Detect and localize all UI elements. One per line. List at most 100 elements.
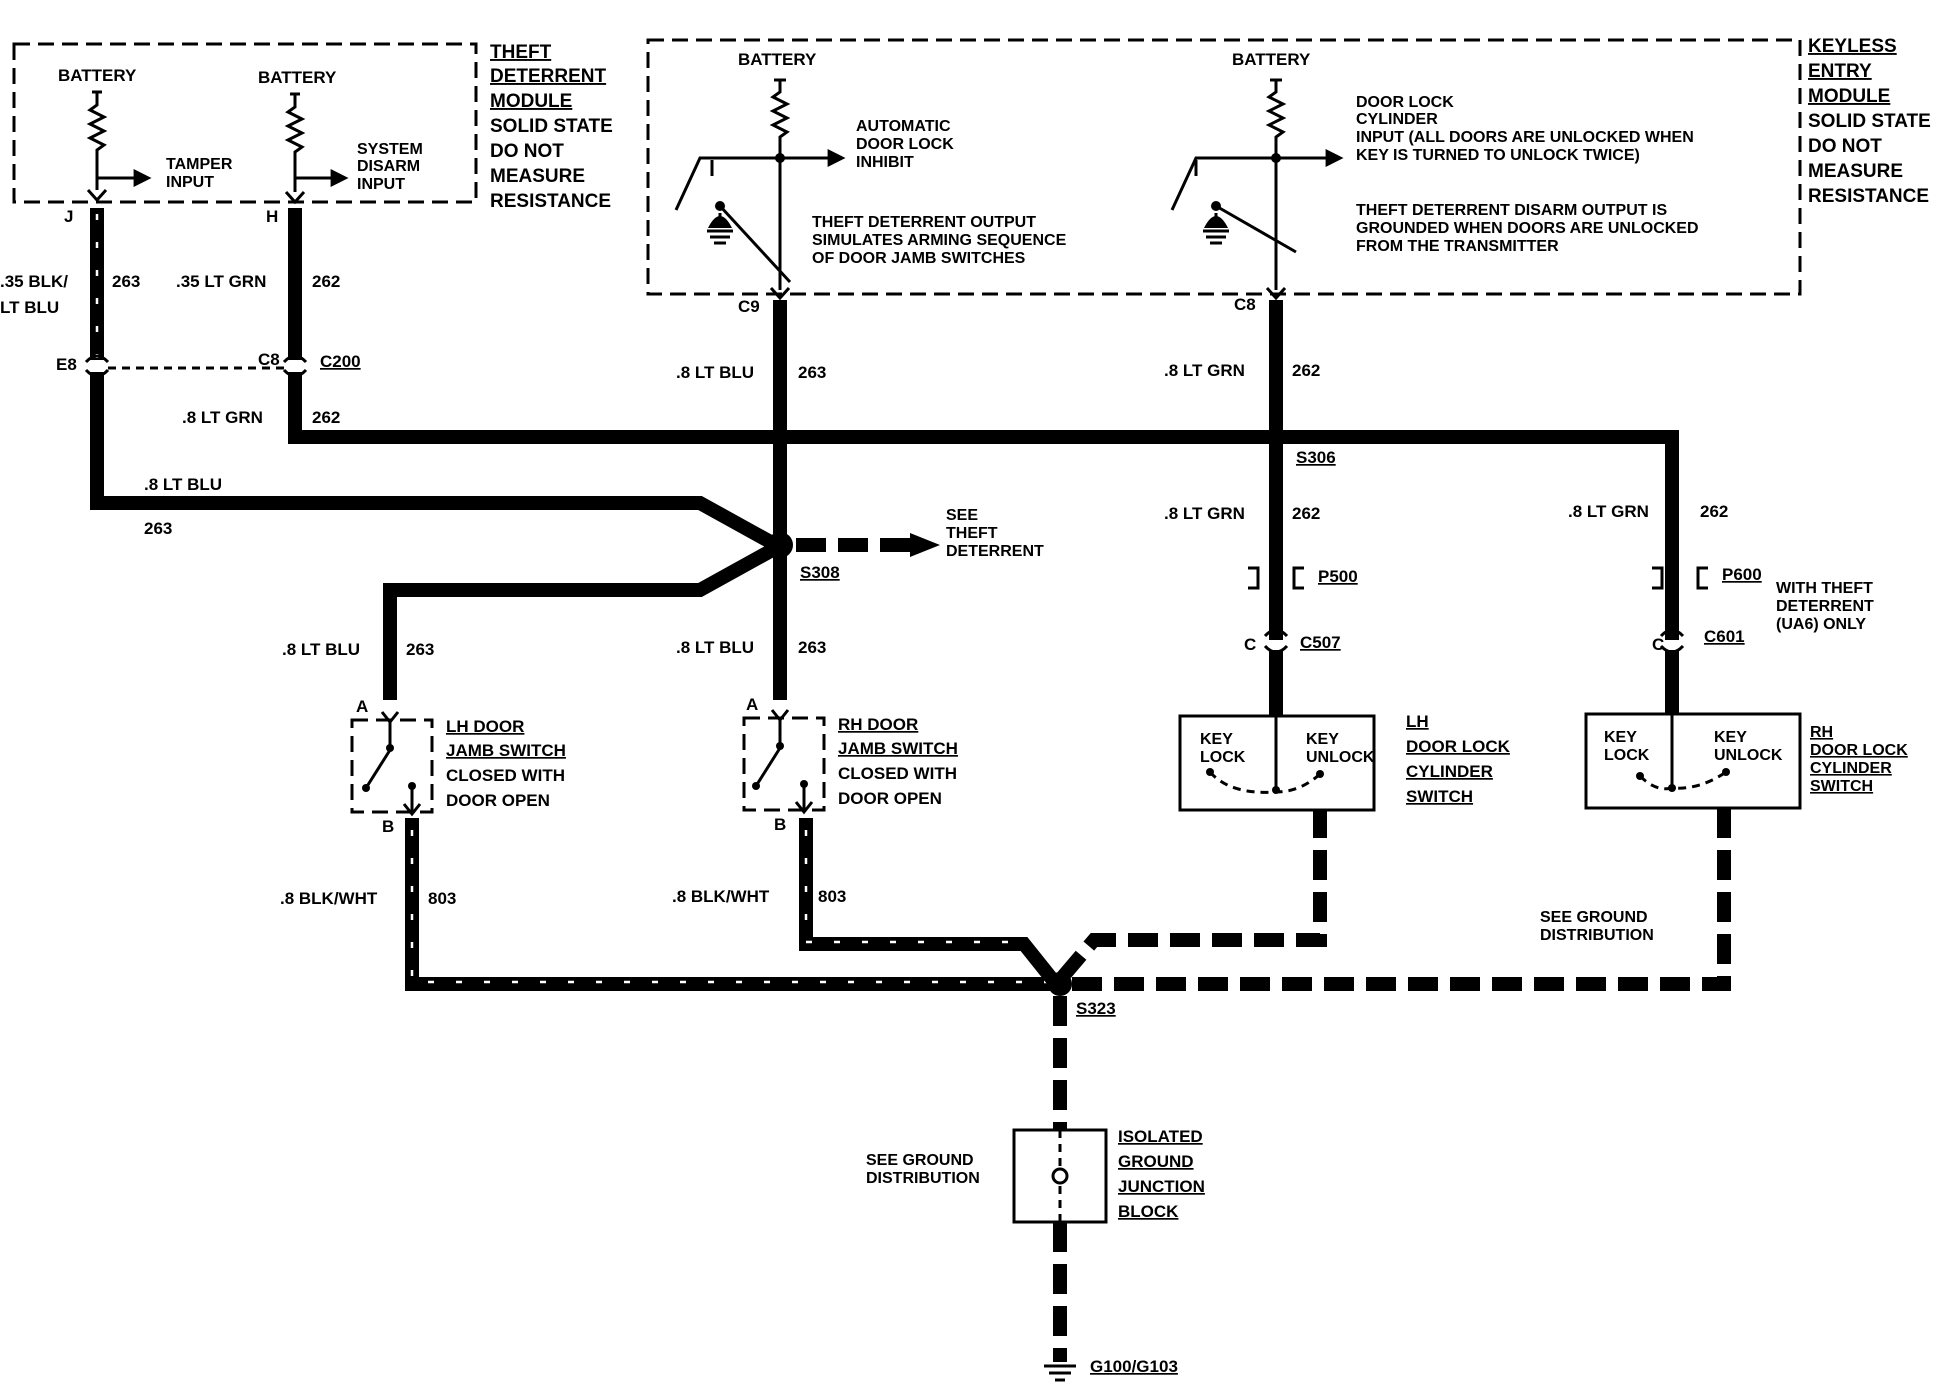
connector-c8-label: C8 — [1234, 295, 1256, 314]
key-unlock-label: KEY — [1714, 729, 1747, 746]
wire-label: .8 LT BLU — [676, 638, 754, 657]
wire-label: .8 LT BLU — [676, 363, 754, 382]
see-ground-label: SEE GROUND — [866, 1152, 974, 1169]
door-lock-input-label: DOOR LOCK — [1356, 94, 1454, 111]
tamper-input-label: INPUT — [166, 174, 214, 191]
isolated-ground-junction-block: ISOLATED GROUND JUNCTION BLOCK — [1012, 1127, 1205, 1224]
disarm-output-label: THEFT DETERRENT DISARM OUTPUT IS — [1356, 202, 1667, 219]
wire-label: .8 LT BLU — [282, 640, 360, 659]
component-label: SWITCH — [1810, 778, 1873, 795]
component-label: CYLINDER — [1406, 762, 1493, 781]
option-note: DETERRENT — [1776, 598, 1874, 615]
module-label: RESISTANCE — [1808, 186, 1929, 207]
wire-label: .8 LT GRN — [1568, 502, 1649, 521]
component-label: CLOSED WITH — [838, 764, 957, 783]
connector-label: C — [1652, 635, 1664, 654]
key-unlock-label: UNLOCK — [1306, 749, 1375, 766]
module-label: THEFT — [490, 42, 552, 63]
wire-label: 263 — [144, 519, 172, 538]
wires — [84, 208, 1731, 1382]
component-label: DOOR LOCK — [1810, 742, 1908, 759]
resistor-icon — [1265, 80, 1287, 290]
resistor-icon — [769, 80, 791, 290]
module-label: SOLID STATE — [1808, 111, 1931, 132]
lh-door-jamb-switch: A B LH DOOR JAMB SWITCH CLOSED WITH DOOR… — [350, 697, 566, 836]
pin-b-label: B — [382, 817, 394, 836]
pin-a-label: A — [356, 697, 368, 716]
wire-262 — [288, 372, 1679, 640]
auto-lock-inhibit-label: DOOR LOCK — [856, 136, 954, 153]
wire-label: 263 — [112, 272, 140, 291]
splice-s323 — [1048, 972, 1072, 996]
connector-label: P600 — [1722, 565, 1762, 584]
wire-label: 263 — [798, 638, 826, 657]
module-label: MODULE — [490, 91, 572, 112]
wire-label: .35 BLK/ — [0, 272, 68, 291]
battery-label: BATTERY — [738, 50, 817, 69]
battery-label: BATTERY — [258, 68, 337, 87]
ground-wire — [1068, 808, 1731, 991]
lh-door-lock-cylinder-switch: KEY LOCK KEY UNLOCK LH DOOR LOCK CYLINDE… — [1178, 712, 1511, 812]
wire-label: 262 — [1700, 502, 1728, 521]
wire-263 — [383, 541, 780, 700]
system-disarm-label: SYSTEM — [357, 141, 423, 158]
tamper-input-label: TAMPER — [166, 156, 233, 173]
splice-s308 — [767, 532, 793, 558]
connector-label: C200 — [320, 352, 361, 371]
splice-label: S308 — [800, 563, 840, 582]
theft-output-label: OF DOOR JAMB SWITCHES — [812, 250, 1026, 267]
connector-c9-label: C9 — [738, 297, 760, 316]
module-label: MEASURE — [490, 166, 585, 187]
wire-label: .8 LT GRN — [182, 408, 263, 427]
rh-door-jamb-switch: A B RH DOOR JAMB SWITCH CLOSED WITH DOOR… — [742, 695, 958, 834]
key-lock-label: LOCK — [1604, 747, 1650, 764]
pin-a-label: A — [746, 695, 758, 714]
wire-803 — [405, 818, 1056, 991]
component-label: CLOSED WITH — [446, 766, 565, 785]
component-label: RH DOOR — [838, 715, 918, 734]
wire-label: 263 — [406, 640, 434, 659]
component-label: DOOR LOCK — [1406, 737, 1511, 756]
component-label: LH DOOR — [446, 717, 524, 736]
component-label: ISOLATED — [1118, 1127, 1203, 1146]
battery-label: BATTERY — [1232, 50, 1311, 69]
module-label: ENTRY — [1808, 61, 1872, 82]
module-label: RESISTANCE — [490, 191, 611, 212]
key-unlock-label: UNLOCK — [1714, 747, 1783, 764]
wire-label: .35 LT GRN — [176, 272, 266, 291]
theft-output-label: SIMULATES ARMING SEQUENCE — [812, 232, 1067, 249]
resistor-icon — [86, 92, 108, 190]
key-lock-label: LOCK — [1200, 749, 1246, 766]
component-label: DOOR OPEN — [838, 789, 942, 808]
battery-label: BATTERY — [58, 66, 137, 85]
see-theft-label: SEE — [946, 507, 978, 524]
key-lock-label: KEY — [1604, 729, 1637, 746]
see-ground-label: DISTRIBUTION — [866, 1170, 980, 1187]
key-unlock-label: KEY — [1306, 731, 1339, 748]
module-label: MODULE — [1808, 86, 1890, 107]
wire-label: 263 — [798, 363, 826, 382]
key-lock-label: KEY — [1200, 731, 1233, 748]
wire-labels: .35 BLK/ LT BLU 263 .35 LT GRN 262 E8 C8… — [0, 272, 1874, 1376]
system-disarm-label: DISARM — [357, 158, 420, 175]
wire-label: .8 LT BLU — [144, 475, 222, 494]
pin-j-label: J — [64, 207, 73, 226]
component-label: RH — [1810, 724, 1833, 741]
connector-label: C601 — [1704, 627, 1745, 646]
wire-label: .8 LT GRN — [1164, 361, 1245, 380]
wire-label: 262 — [312, 408, 340, 427]
component-label: CYLINDER — [1810, 760, 1892, 777]
component-label: JUNCTION — [1118, 1177, 1205, 1196]
splice-label: S306 — [1296, 448, 1336, 467]
option-note: WITH THEFT — [1776, 580, 1873, 597]
module-label: MEASURE — [1808, 161, 1903, 182]
wire-label: LT BLU — [0, 298, 59, 317]
splice-label: S323 — [1076, 999, 1116, 1018]
component-label: JAMB SWITCH — [446, 741, 566, 760]
connector-label: C8 — [258, 350, 280, 369]
wire-label: 262 — [1292, 361, 1320, 380]
see-ground-label: DISTRIBUTION — [1540, 927, 1654, 944]
component-label: LH — [1406, 712, 1429, 731]
module-label: SOLID STATE — [490, 116, 613, 137]
disarm-output-label: FROM THE TRANSMITTER — [1356, 238, 1559, 255]
